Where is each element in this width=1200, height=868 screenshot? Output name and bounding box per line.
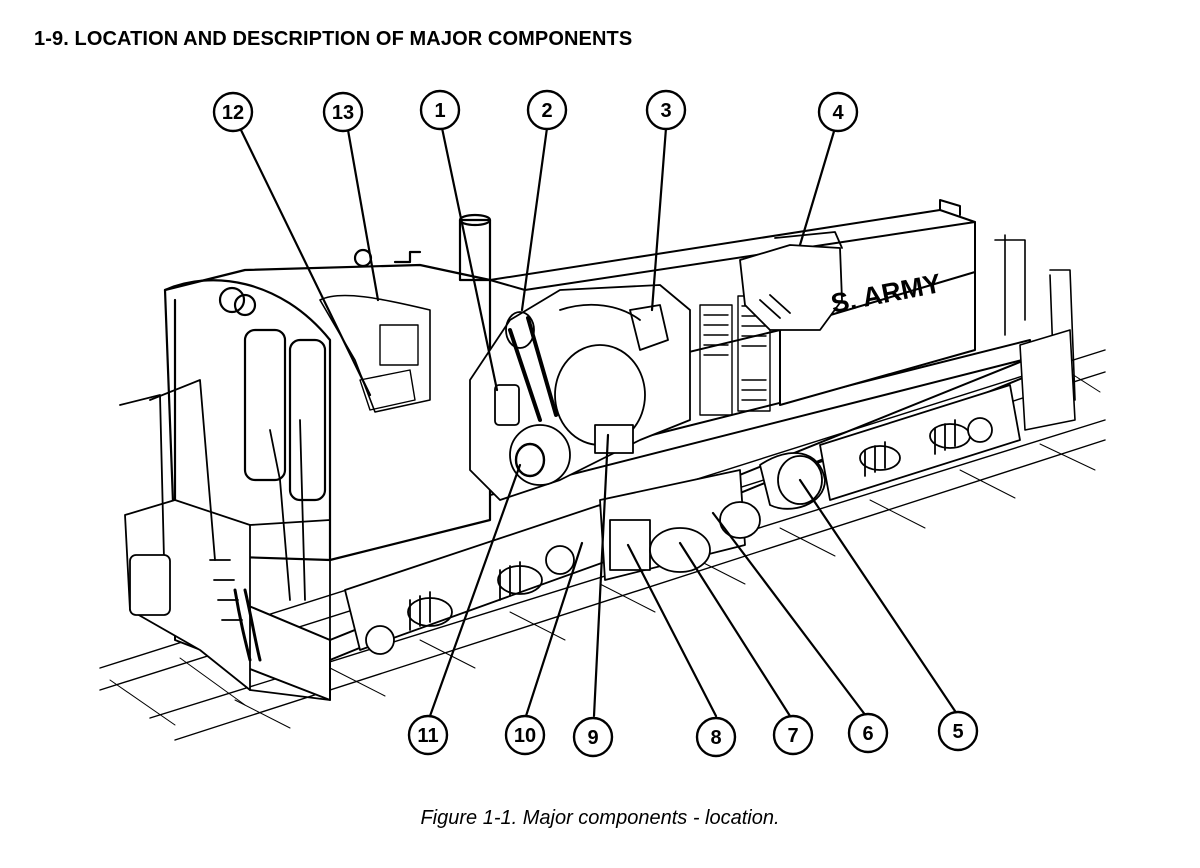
rear-truck [819,384,1021,501]
callout-bubbles [212,89,979,758]
front-truck [344,504,611,655]
callout-label-12: 12 [222,102,244,124]
figure-caption: Figure 1-1. Major components - location. [420,807,780,829]
callout-label-3: 3 [660,100,671,122]
section-heading: 1-9. LOCATION AND DESCRIPTION OF MAJOR C… [34,28,633,50]
callout-6 [847,712,889,754]
engine-cutaway [469,284,691,501]
cab [163,213,492,562]
callout-label-10: 10 [514,725,536,747]
callout-13 [322,91,364,133]
callout-label-6: 6 [862,723,873,745]
callout-3 [645,89,687,131]
callout-label-5: 5 [952,721,963,743]
callout-12 [212,91,254,133]
callout-1 [419,89,461,131]
callout-label-13: 13 [332,102,354,124]
callout-label-4: 4 [832,102,844,124]
callout-label-2: 2 [541,100,552,122]
radiator-area [739,231,843,331]
rear-end [994,234,1076,431]
callout-9 [572,716,614,758]
callout-2 [526,89,568,131]
callout-numbers: 12 13 1 2 3 4 11 10 9 8 7 6 5 [222,100,964,749]
leader-lines [238,126,959,718]
callout-label-7: 7 [787,725,798,747]
callout-label-1: 1 [434,100,445,122]
callout-label-11: 11 [417,725,438,747]
callout-label-8: 8 [710,727,721,749]
underbody-components [599,452,826,581]
callout-4 [817,91,859,133]
callout-11 [407,714,449,756]
callout-8 [695,716,737,758]
callout-7 [772,714,814,756]
front-end [119,379,331,701]
callout-5 [937,710,979,752]
callout-label-9: 9 [587,727,598,749]
callout-10 [504,714,546,756]
